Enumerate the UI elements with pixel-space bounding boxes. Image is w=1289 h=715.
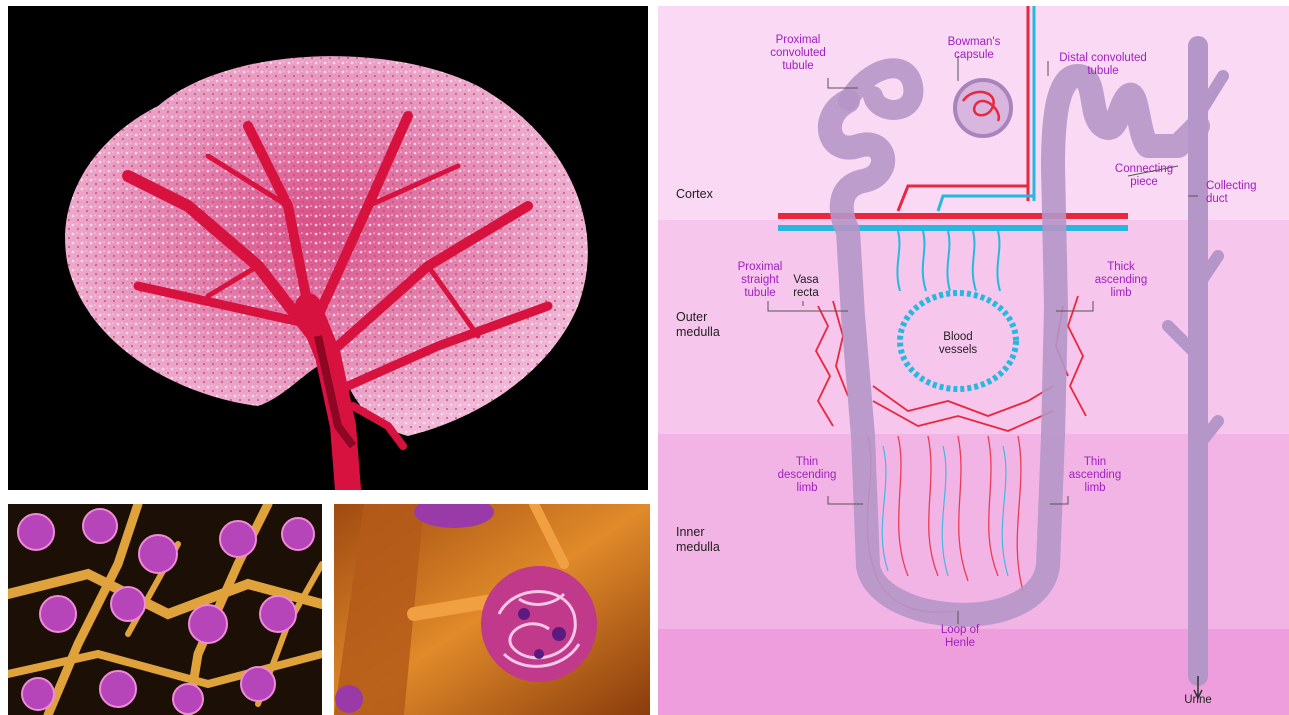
label-distal-convoluted-tubule: Distal convoluted tubule — [1048, 52, 1158, 78]
label-loop-of-henle: Loop of Henle — [930, 624, 990, 650]
kidney-cast-illustration — [8, 6, 648, 490]
bowmans-capsule — [955, 80, 1011, 136]
label-proximal-convoluted-tubule: Proximal convoluted tubule — [758, 34, 838, 73]
zone-label-cortex: Cortex — [676, 187, 713, 202]
kidney-vascular-cast-photo — [8, 6, 648, 490]
nephron-diagram: Cortex Outer medulla Inner medulla Proxi… — [658, 6, 1289, 715]
glomeruli-cluster-illustration — [8, 504, 322, 715]
label-vasa-recta: Vasa recta — [786, 274, 826, 300]
label-thin-ascending-limb: Thin ascending limb — [1060, 456, 1130, 495]
label-thin-descending-limb: Thin descending limb — [770, 456, 844, 495]
label-blood-vessels: Blood vessels — [928, 331, 988, 357]
label-urine: Urine — [1173, 694, 1223, 707]
glomerulus-closeup-photo — [334, 504, 650, 715]
label-connecting-piece: Connecting piece — [1106, 163, 1182, 189]
label-proximal-straight-tubule: Proximal straight tubule — [730, 261, 790, 300]
label-collecting-duct: Collecting duct — [1206, 180, 1286, 206]
nephron-diagram-drawing — [658, 6, 1289, 715]
label-thick-ascending-limb: Thick ascending limb — [1086, 261, 1156, 300]
label-bowmans-capsule: Bowman's capsule — [938, 36, 1010, 62]
glomeruli-cluster-photo — [8, 504, 322, 715]
zone-label-outer-medulla: Outer medulla — [676, 310, 720, 340]
glomerulus-closeup-illustration — [334, 504, 650, 715]
zone-label-inner-medulla: Inner medulla — [676, 525, 720, 555]
